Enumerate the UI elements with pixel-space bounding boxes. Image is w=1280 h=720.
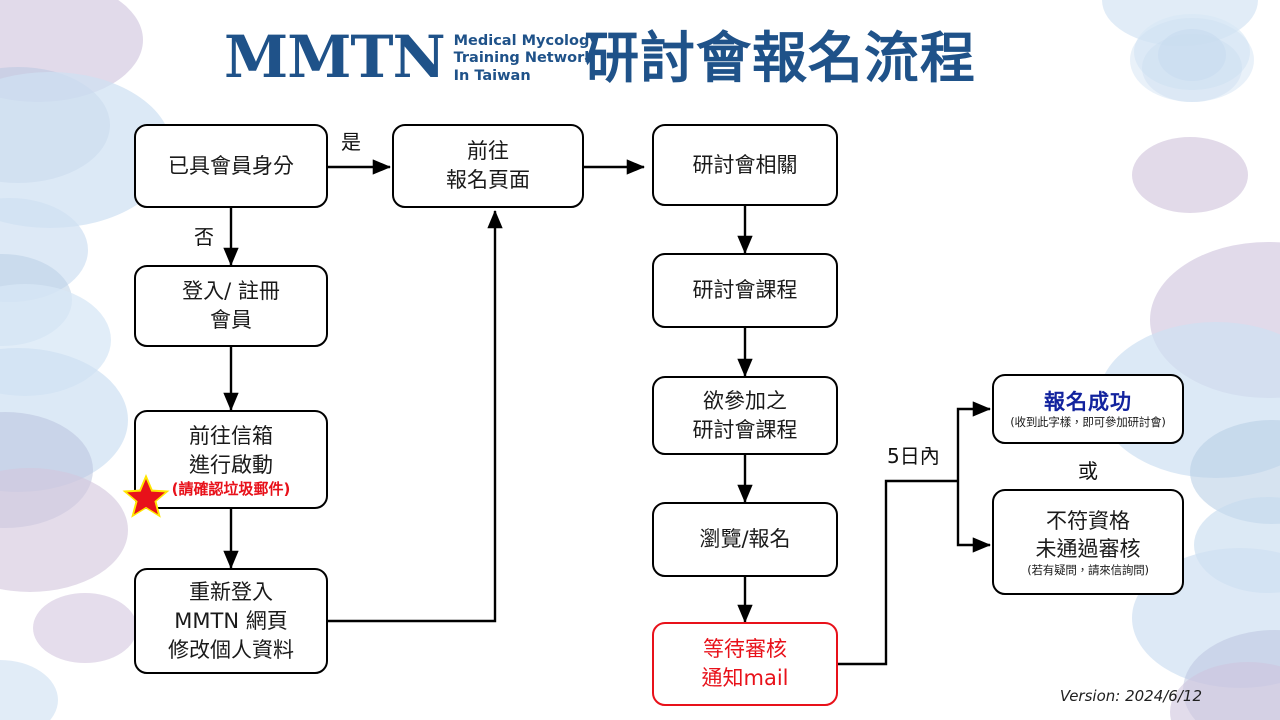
edge-label-yes: 是 (341, 130, 361, 154)
node-seminar-related[interactable]: 研討會相關 (652, 124, 838, 206)
logo-tagline-line3: In Taiwan (453, 67, 531, 84)
decor-right-cluster (1098, 0, 1280, 720)
node-browse-signup[interactable]: 瀏覽/報名 (652, 502, 838, 577)
node-goto-signup[interactable]: 前往 報名頁面 (392, 124, 584, 208)
node-relogin-line3: 修改個人資料 (168, 637, 294, 662)
edge-relogin-to-signup (328, 210, 503, 623)
node-seminar-related-line1: 研討會相關 (692, 152, 798, 177)
node-register-member-line2: 會員 (210, 308, 252, 332)
logo-tagline: Medical Mycology Training Network In Tai… (454, 29, 599, 86)
logo-tagline-line2: Training Network (453, 50, 594, 67)
node-relogin[interactable]: 重新登入 MMTN 網頁 修改個人資料 (134, 568, 328, 674)
node-registration-success-title: 報名成功 (1044, 390, 1132, 414)
node-member-check[interactable]: 已具會員身分 (134, 124, 328, 208)
node-register-member-line1: 登入/ 註冊 (182, 279, 280, 303)
mmtn-logo: MMTN Medical Mycology Training Network I… (224, 28, 599, 86)
node-registration-reject[interactable]: 不符資格 未通過審核 (若有疑問，請來信詢問) (992, 489, 1184, 595)
node-seminar-courses-line1: 研討會課程 (692, 278, 798, 302)
edge-label-within-five-days: 5日內 (887, 444, 940, 468)
node-relogin-line1: 重新登入 (189, 579, 273, 604)
node-desired-courses[interactable]: 欲參加之 研討會課程 (652, 376, 838, 455)
node-desired-courses-line1: 欲參加之 (703, 388, 787, 413)
node-desired-courses-line2: 研討會課程 (692, 417, 798, 442)
edge-label-no: 否 (194, 225, 214, 249)
node-goto-signup-line2: 報名頁面 (446, 168, 530, 192)
node-registration-reject-line1: 不符資格 (1046, 509, 1130, 533)
node-goto-signup-line1: 前往 (467, 139, 509, 163)
node-registration-reject-line2: 未通過審核 (1035, 537, 1141, 561)
node-member-check-line1: 已具會員身分 (168, 153, 294, 178)
edge-branch-to-success (956, 401, 991, 481)
node-relogin-line2: MMTN 網頁 (174, 608, 288, 633)
logo-wordmark: MMTN (224, 23, 446, 91)
node-waiting-review-line1: 等待審核 (703, 637, 787, 661)
node-seminar-courses[interactable]: 研討會課程 (652, 253, 838, 328)
node-registration-success[interactable]: 報名成功 (收到此字樣，即可參加研討會) (992, 374, 1184, 444)
node-activate-mail-note: (請確認垃圾郵件) (171, 479, 291, 498)
node-waiting-review[interactable]: 等待審核 通知mail (652, 622, 838, 706)
node-registration-reject-note: (若有疑問，請來信詢問) (1027, 563, 1149, 577)
node-activate-mail[interactable]: 前往信箱 進行啟動 (請確認垃圾郵件) (134, 410, 328, 509)
logo-tagline-line1: Medical Mycology (453, 32, 599, 49)
node-registration-success-note: (收到此字樣，即可參加研討會) (1010, 415, 1166, 429)
page-title: 研討會報名流程 (584, 26, 977, 90)
node-waiting-review-line2: 通知mail (701, 666, 789, 690)
node-activate-mail-line2: 進行啟動 (189, 452, 273, 477)
node-browse-signup-line1: 瀏覽/報名 (699, 527, 791, 551)
node-register-member[interactable]: 登入/ 註冊 會員 (134, 265, 328, 347)
version-label: Version: 2024/6/12 (1059, 687, 1202, 705)
edge-waiting-to-branch (838, 479, 958, 666)
edge-branch-to-reject (956, 481, 991, 553)
edge-label-or: 或 (1078, 459, 1098, 483)
node-activate-mail-line1: 前往信箱 (189, 423, 273, 448)
